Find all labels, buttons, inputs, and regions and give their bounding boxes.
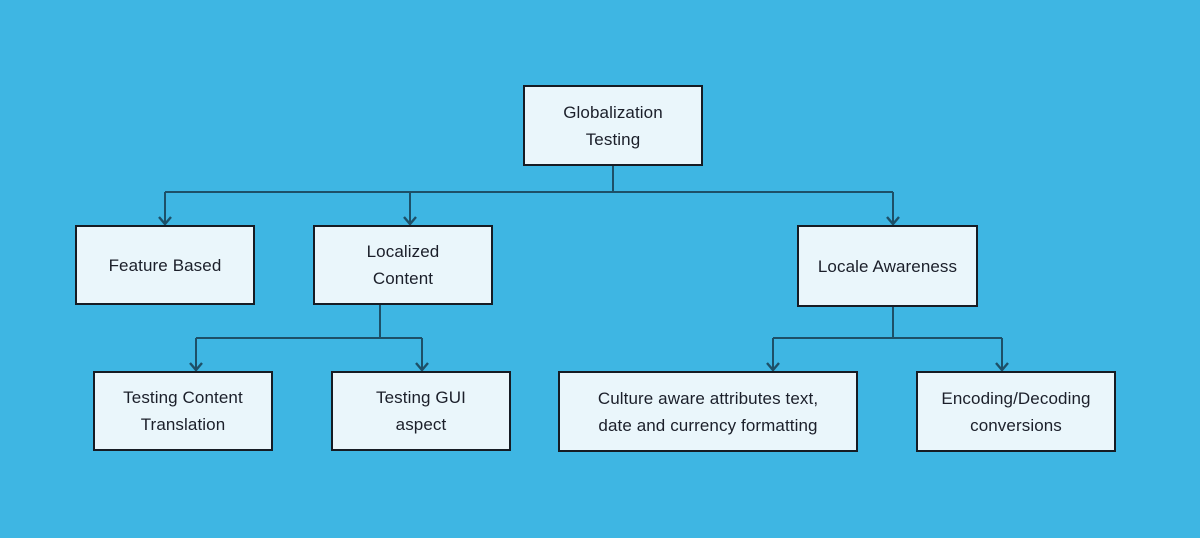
node-label: Globalization (563, 102, 663, 122)
node-label: Content (372, 269, 434, 288)
edge-group-root (158, 166, 900, 226)
node-testing-gui-aspect: Testing GUI aspect (331, 371, 511, 451)
node-label: Encoding/Decoding (941, 388, 1091, 408)
node-label: Testing Content (123, 388, 243, 407)
edge-group-localized-content (189, 305, 429, 372)
node-label: Localized (366, 242, 440, 261)
node-label: Testing GUI (376, 388, 466, 407)
node-label: date and currency formatting (598, 415, 818, 435)
node-locale-awareness: Locale Awareness (797, 225, 978, 307)
node-label: Testing (585, 129, 641, 149)
node-label: Locale Awareness (817, 256, 958, 276)
node-label: Culture aware attributes text, (597, 388, 819, 408)
node-label: Translation (140, 415, 226, 434)
node-encoding-decoding-conversions: Encoding/Decoding conversions (916, 371, 1116, 452)
node-culture-aware-attributes: Culture aware attributes text, date and … (558, 371, 858, 452)
node-globalization-testing: Globalization Testing (523, 85, 703, 166)
edge-group-locale-awareness (766, 307, 1009, 372)
node-localized-content: Localized Content (313, 225, 493, 305)
node-label: conversions (970, 415, 1062, 435)
node-feature-based: Feature Based (75, 225, 255, 305)
node-label: aspect (395, 415, 447, 434)
node-testing-content-translation: Testing Content Translation (93, 371, 273, 451)
node-label: Feature Based (108, 255, 222, 275)
